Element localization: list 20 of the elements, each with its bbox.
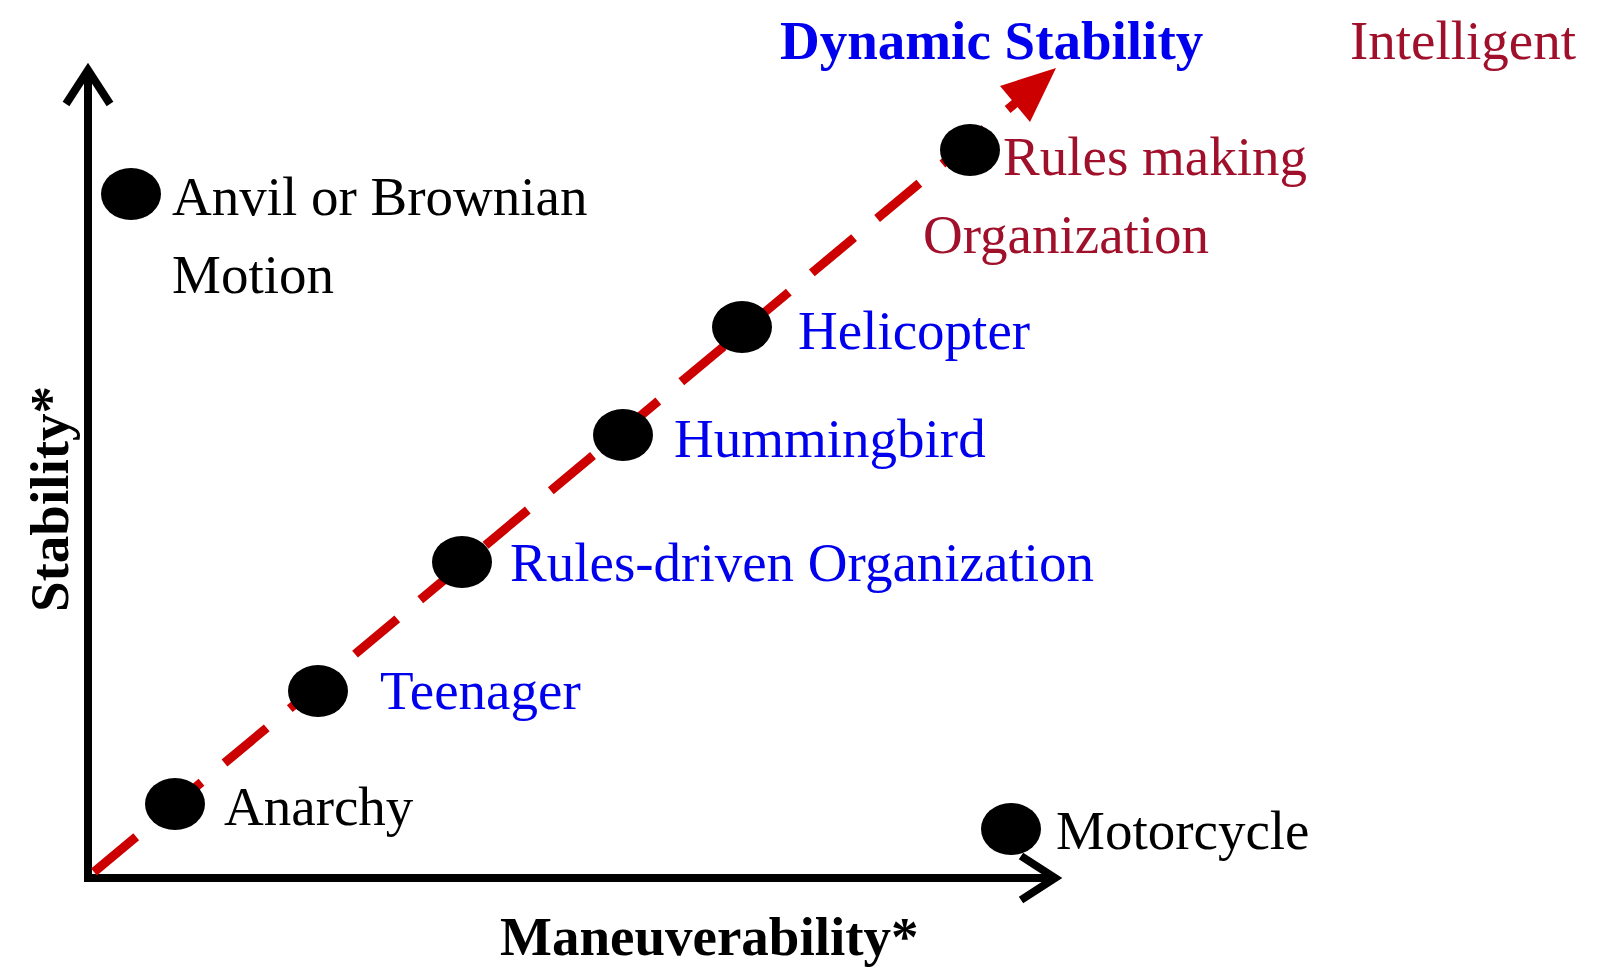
point-label: Anarchy xyxy=(224,775,414,839)
point-label: Hummingbird xyxy=(674,407,986,471)
data-point xyxy=(288,665,348,717)
data-point xyxy=(101,168,161,220)
data-point xyxy=(432,536,492,588)
data-point xyxy=(593,409,653,461)
axis-title: Stability* xyxy=(18,384,81,615)
data-point xyxy=(712,301,772,353)
point-label: Teenager xyxy=(380,659,581,723)
point-label: Helicopter xyxy=(798,299,1031,363)
data-point xyxy=(940,124,1000,176)
quadrant-title: Intelligent xyxy=(1350,9,1577,73)
quadrant-title: Dynamic Stability xyxy=(780,9,1204,73)
point-label: Motorcycle xyxy=(1056,799,1310,863)
point-label: Anvil or Brownian Motion xyxy=(172,165,589,307)
axis-title: Maneuverability* xyxy=(500,905,919,969)
point-label: Rules-driven Organization xyxy=(510,531,1094,595)
data-point xyxy=(981,803,1041,855)
data-point xyxy=(145,778,205,830)
point-label: Rules making Organization xyxy=(923,125,1308,267)
